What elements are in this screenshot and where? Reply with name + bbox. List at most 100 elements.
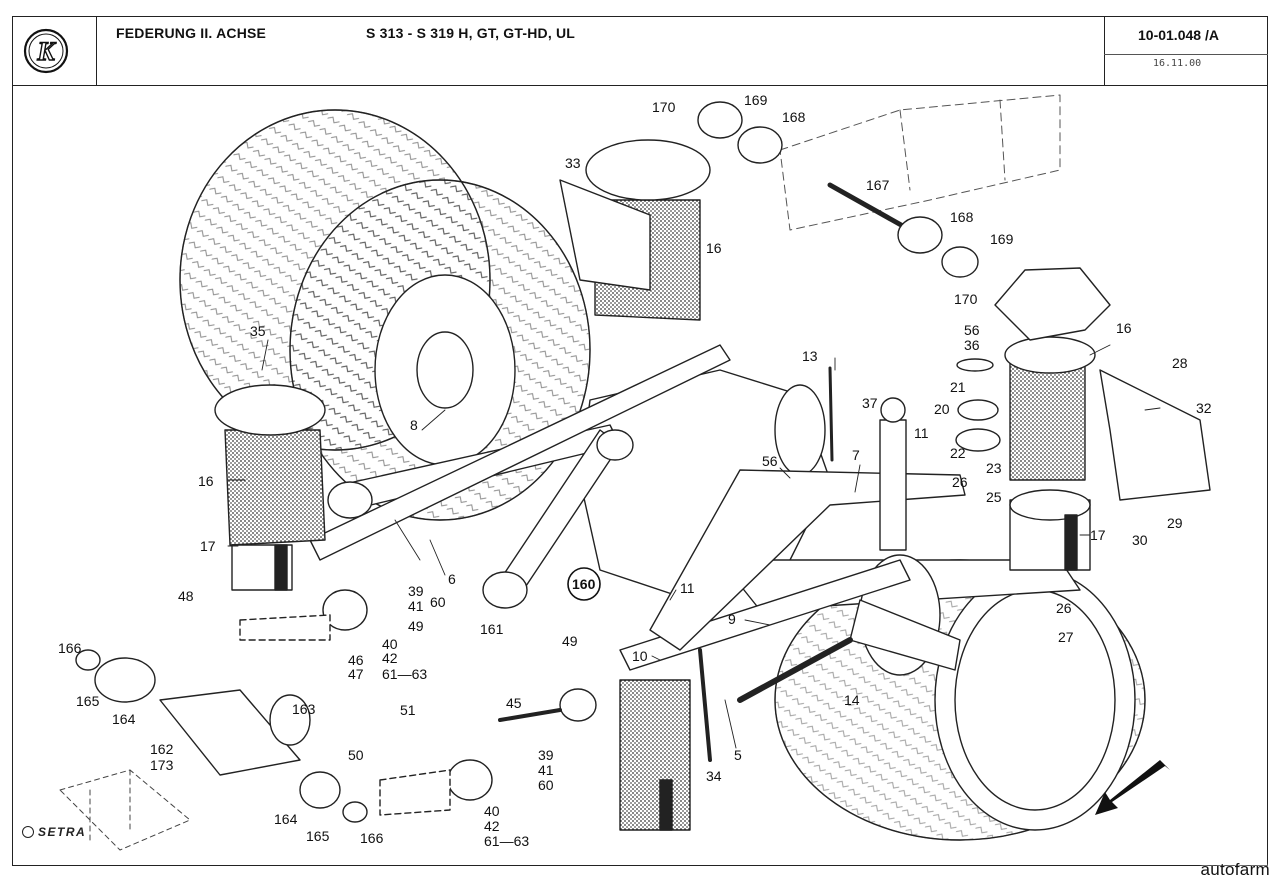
part-label: 166 (360, 830, 384, 846)
part-label: 61—63 (382, 666, 427, 682)
part-label: 32 (1196, 400, 1212, 416)
part-label: 168 (782, 109, 806, 125)
doc-id-divider (1104, 54, 1268, 55)
part-label: 41 (408, 598, 424, 614)
part-label: 51 (400, 702, 416, 718)
part-labels: 170 169 168 33 167 16 168 169 170 56 36 … (58, 92, 1212, 849)
direction-arrow (1095, 760, 1170, 815)
part-label: 170 (954, 291, 978, 307)
part-label: 56 (762, 453, 778, 469)
drawing-frame (12, 16, 1268, 866)
part-label: 34 (706, 768, 722, 784)
pivot-pin (697, 101, 979, 278)
part-label: 166 (58, 640, 82, 656)
setra-logo-icon (22, 826, 34, 838)
part-label: 61—63 (484, 833, 529, 849)
part-label: 48 (178, 588, 194, 604)
torsion-bar (698, 637, 853, 762)
part-label: 27 (1058, 629, 1074, 645)
part-label: 164 (274, 811, 298, 827)
part-label: 21 (950, 379, 966, 395)
part-label: 170 (652, 99, 676, 115)
leader-lines (227, 339, 1161, 749)
doc-id-cell (1104, 16, 1268, 86)
part-label: 161 (480, 621, 504, 637)
part-label-circled: 160 (572, 576, 596, 592)
spring-plate-top-right (994, 267, 1111, 341)
part-label: 11 (914, 425, 929, 441)
ball-joint-center (498, 688, 597, 722)
part-label: 30 (1132, 532, 1148, 548)
part-label: 26 (952, 474, 968, 490)
part-label: 41 (538, 762, 554, 778)
air-spring-left (214, 384, 326, 591)
bracket-32 (1099, 369, 1211, 501)
logo-cell (12, 16, 97, 86)
part-label: 169 (990, 231, 1014, 247)
part-label: 28 (1172, 355, 1188, 371)
part-label: 33 (565, 155, 581, 171)
air-spring-bottom (619, 679, 691, 831)
part-label: 50 (348, 747, 364, 763)
part-label: 17 (200, 538, 216, 554)
part-label: 11 (680, 580, 695, 596)
bracket-33 (559, 179, 651, 291)
kaessbohrer-logo: K (23, 28, 69, 74)
ball-joint-left (239, 589, 368, 641)
part-label: 56 (964, 322, 980, 338)
longitudinal-arm-left (309, 344, 731, 561)
part-label: 39 (538, 747, 554, 763)
air-spring-right (1004, 336, 1096, 571)
part-label: 17 (1090, 527, 1106, 543)
part-label: 20 (934, 401, 950, 417)
model-range: S 313 - S 319 H, GT, GT-HD, UL (366, 25, 576, 41)
left-tire (179, 109, 591, 521)
part-label: 167 (866, 177, 890, 193)
svg-text:K: K (36, 37, 56, 66)
ball-joint-bottom (379, 759, 493, 816)
part-label: 5 (734, 747, 742, 763)
part-label: 29 (1167, 515, 1183, 531)
setra-brand: SETRA (22, 825, 86, 839)
part-label: 22 (950, 445, 966, 461)
chassis-outline (779, 94, 1061, 231)
part-label: 14 (844, 692, 860, 708)
longitudinal-arm-right (619, 559, 911, 671)
part-label: 13 (802, 348, 818, 364)
page-title: FEDERUNG II. ACHSE (116, 25, 267, 41)
part-label: 162 (150, 741, 174, 757)
part-label: 40 (484, 803, 500, 819)
bolt-13 (828, 366, 834, 462)
callout-circle-160 (567, 567, 601, 601)
part-label: 173 (150, 757, 174, 773)
part-label: 25 (986, 489, 1002, 505)
part-label: 47 (348, 666, 364, 682)
part-label: 164 (112, 711, 136, 727)
part-label: 7 (852, 447, 860, 463)
part-label: 16 (198, 473, 214, 489)
part-label: 45 (506, 695, 522, 711)
part-label: 165 (306, 828, 330, 844)
cross-bracket (649, 469, 966, 651)
part-label: 26 (1056, 600, 1072, 616)
shock-absorber (879, 397, 907, 551)
part-label: 40 (382, 636, 398, 652)
part-label: 49 (408, 618, 424, 634)
bushing-assembly (75, 649, 368, 823)
part-label: 6 (448, 571, 456, 587)
part-label: 49 (562, 633, 578, 649)
watermark: autofarm (1200, 860, 1270, 879)
part-label: 163 (292, 701, 316, 717)
dashed-mounting-parts (59, 769, 191, 851)
document-number: 10-01.048 /A (1138, 27, 1219, 43)
bump-stop (955, 358, 1001, 452)
part-label: 16 (706, 240, 722, 256)
part-label: 8 (410, 417, 418, 433)
part-label: 60 (538, 777, 554, 793)
part-label: 10 (632, 648, 648, 664)
document-date: 16.11.00 (1153, 58, 1202, 69)
part-label: 165 (76, 693, 100, 709)
part-label: 39 (408, 583, 424, 599)
part-label: 42 (484, 818, 500, 834)
